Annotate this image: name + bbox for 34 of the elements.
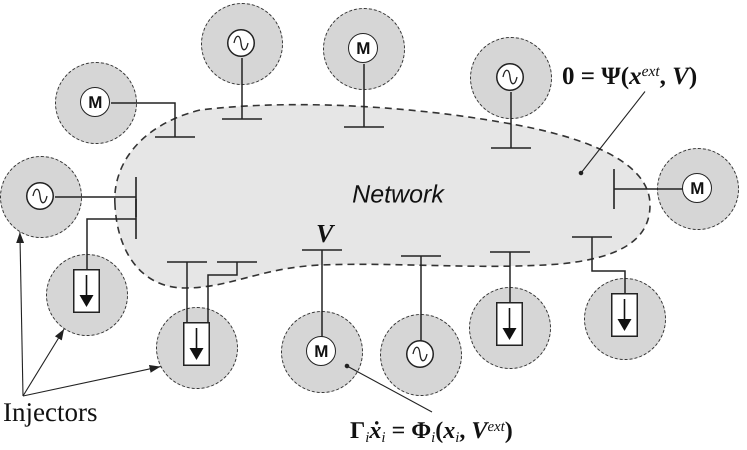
bus-connection-line [207, 261, 258, 323]
bus-connection-line [489, 251, 531, 303]
ac-source-icon [227, 29, 256, 58]
bus-voltage-label: V [316, 221, 334, 247]
bus-connection-line [400, 255, 442, 341]
leader-line [578, 91, 646, 176]
bus-connection-line [86, 198, 137, 270]
equation: 0 = Ψ(x$^{ext}$, V) [562, 63, 698, 90]
arrow [22, 365, 161, 397]
bus-connection-line [221, 58, 263, 120]
bus-connection-line [166, 261, 208, 323]
ac-source-icon [406, 340, 434, 368]
bus-connection-line [343, 64, 385, 128]
motor-symbol: M [682, 173, 712, 204]
load-icon [496, 302, 523, 346]
bus-connection-line [111, 102, 196, 138]
bus-connection-line [490, 92, 532, 149]
motor-symbol: M [348, 33, 378, 64]
ac-source-icon [26, 182, 54, 210]
motor-symbol: M [306, 336, 336, 366]
callout-label: Injectors [3, 398, 98, 428]
load-icon [610, 293, 638, 338]
load-icon [72, 269, 100, 314]
ac-source-icon [496, 63, 524, 92]
leader-line [344, 364, 432, 412]
arrow [22, 328, 65, 396]
network-label: Network [352, 181, 444, 209]
equation: Γ$_{i}$ẋ$_{i}$ = Φ$_{i}$(x$_{i}$, V$^{ext}$) [350, 418, 513, 444]
motor-symbol: M [80, 87, 110, 118]
bus-connection-line [613, 168, 683, 210]
load-icon [182, 322, 210, 366]
bus-connection-line [571, 236, 626, 294]
arrow [16, 232, 24, 396]
bus-connection-line [301, 249, 343, 337]
